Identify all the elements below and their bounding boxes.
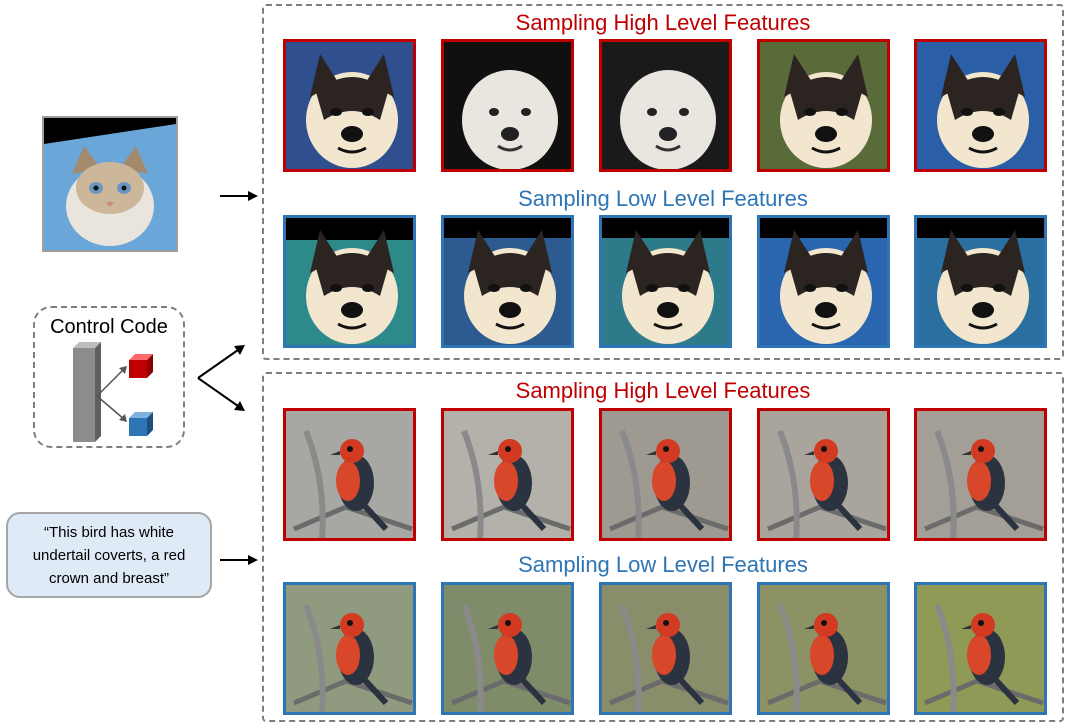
bird-low-sample-4 bbox=[757, 582, 890, 715]
dog-low-sample-3 bbox=[599, 215, 732, 348]
bird-low-sample-3 bbox=[599, 582, 732, 715]
dog-high-sample-2 bbox=[441, 39, 574, 172]
control-code-box: Control Code bbox=[33, 306, 185, 448]
dog-high-sample-1 bbox=[283, 39, 416, 172]
bird-high-sample-4 bbox=[757, 408, 890, 541]
husky-photo-icon bbox=[444, 42, 571, 169]
dog-low-sample-4 bbox=[757, 215, 890, 348]
bird-results-panel: Sampling High Level Features Sampling Lo… bbox=[262, 372, 1064, 722]
dog-low-sample-2 bbox=[441, 215, 574, 348]
bird-photo-icon bbox=[917, 411, 1044, 538]
arrow-code-branch-icon bbox=[197, 345, 245, 411]
bird-low-sample-2 bbox=[441, 582, 574, 715]
husky-photo-icon bbox=[602, 218, 729, 345]
bird-photo-icon bbox=[444, 585, 571, 712]
bird-photo-icon bbox=[602, 411, 729, 538]
text-prompt-box: “This bird has white undertail coverts, … bbox=[6, 512, 212, 598]
bird-high-sample-1 bbox=[283, 408, 416, 541]
bird-high-sample-5 bbox=[914, 408, 1047, 541]
husky-photo-icon bbox=[917, 218, 1044, 345]
dog-results-panel: Sampling High Level Features Sampling Lo… bbox=[262, 4, 1064, 360]
bird-photo-icon bbox=[917, 585, 1044, 712]
dog-high-sample-4 bbox=[757, 39, 890, 172]
vector-with-cubes-icon bbox=[73, 342, 153, 442]
dog-high-level-heading: Sampling High Level Features bbox=[515, 10, 811, 35]
bird-low-sample-5 bbox=[914, 582, 1047, 715]
husky-photo-icon bbox=[444, 218, 571, 345]
bird-high-sample-3 bbox=[599, 408, 732, 541]
dog-low-sample-1 bbox=[283, 215, 416, 348]
husky-photo-icon bbox=[286, 42, 413, 169]
text-prompt: “This bird has white undertail coverts, … bbox=[32, 523, 186, 587]
input-cat-image bbox=[42, 116, 178, 252]
arrow-cat-to-dog-icon bbox=[220, 191, 258, 201]
bird-low-level-heading: Sampling Low Level Features bbox=[518, 552, 808, 577]
bird-photo-icon bbox=[760, 585, 887, 712]
bird-photo-icon bbox=[444, 411, 571, 538]
dog-low-level-heading: Sampling Low Level Features bbox=[518, 186, 808, 211]
bird-photo-icon bbox=[286, 411, 413, 538]
bird-low-sample-1 bbox=[283, 582, 416, 715]
husky-photo-icon bbox=[917, 42, 1044, 169]
bird-high-level-heading: Sampling High Level Features bbox=[515, 378, 811, 403]
cat-photo-icon bbox=[44, 118, 176, 250]
husky-photo-icon bbox=[760, 218, 887, 345]
dog-high-sample-3 bbox=[599, 39, 732, 172]
arrow-text-to-bird-icon bbox=[220, 555, 258, 565]
dog-low-sample-5 bbox=[914, 215, 1047, 348]
husky-photo-icon bbox=[760, 42, 887, 169]
bird-photo-icon bbox=[760, 411, 887, 538]
husky-photo-icon bbox=[602, 42, 729, 169]
husky-photo-icon bbox=[286, 218, 413, 345]
bird-photo-icon bbox=[286, 585, 413, 712]
control-code-label: Control Code bbox=[50, 316, 168, 338]
bird-high-sample-2 bbox=[441, 408, 574, 541]
bird-photo-icon bbox=[602, 585, 729, 712]
dog-high-sample-5 bbox=[914, 39, 1047, 172]
